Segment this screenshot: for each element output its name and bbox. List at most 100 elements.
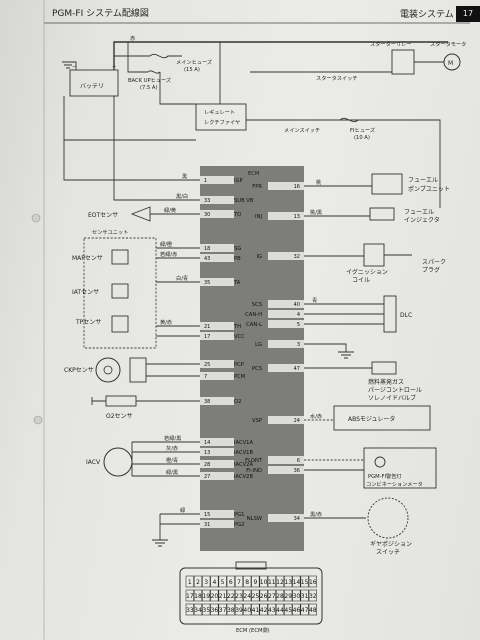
ecm-pin-number: 14 [204, 440, 210, 446]
ecm-pin-number: 36 [294, 468, 300, 474]
connector-pin-number: 17 [186, 593, 194, 600]
connector-pin-number: 16 [309, 579, 317, 586]
ecm-pin-signal: FLONT [245, 458, 263, 464]
connector-pin-number: 22 [227, 593, 235, 600]
ecm-pin-signal: PCP [234, 362, 244, 368]
ecm-pin-number: 18 [204, 246, 210, 252]
fuel-pump-label-2: ポンプユニット [408, 185, 450, 193]
connector-pin-cell [218, 589, 227, 602]
connector-pin-number: 10 [260, 579, 268, 586]
connector-pin-number: 39 [235, 607, 243, 614]
lg-ground-symbol [338, 351, 354, 359]
ecm-pin-signal: PCM [234, 374, 245, 380]
ecm-pin-cell [268, 310, 304, 318]
connector-pin-cell [267, 589, 276, 602]
connector-pin-number: 4 [212, 579, 216, 586]
regulator-rectifier-box [195, 103, 247, 131]
ecm-pin-signal: TA [233, 280, 241, 286]
ecm-pin-cell [200, 360, 234, 368]
connector-pin-cell [218, 575, 227, 588]
ecm-pin-signal: TO [233, 212, 241, 218]
ecm-pin-signal: IACV2B [234, 474, 253, 480]
ecm-pin-signal: PB [234, 256, 241, 262]
starter-switch-label: スタータスイッチ [316, 74, 358, 82]
dlc-label: DLC [400, 312, 412, 319]
section-title: 電装システム [400, 10, 454, 20]
map-sensor-label: MAPセンサ [72, 255, 103, 262]
injector-label-2: インジェクタ [404, 216, 440, 224]
ecm-pin-signal: IG [256, 254, 262, 260]
fuel-pump-label-1: フューエル [408, 177, 438, 184]
ecm-pin-number: 7 [204, 374, 207, 380]
main-switch-wire [246, 119, 441, 208]
ecm-pin-number: 13 [294, 214, 300, 220]
iacv-symbol [103, 447, 133, 477]
ckp-sensor-label: CKPセンサ [64, 367, 94, 374]
ecm-pin-cell [200, 520, 234, 528]
ecm-pin-number: 24 [294, 418, 300, 424]
connector-pin-number: 23 [235, 593, 243, 600]
connector-pin-cell [292, 575, 301, 588]
ecm-pin-signal: IACV1B [234, 450, 253, 456]
regulator-label: レギュレート [204, 109, 235, 116]
connector-pin-number: 31 [301, 593, 309, 600]
connector-pin-number: 41 [252, 607, 260, 614]
ckp-sensor-symbol [95, 357, 121, 383]
ecm-label: ECM [248, 171, 259, 177]
backup-fuse-symbol [147, 70, 161, 74]
ecm-pin-cell [268, 300, 304, 308]
spark-plug-label-2: プラグ [422, 266, 440, 274]
connector-pin-number: 3 [204, 579, 208, 586]
dlc-connector [383, 295, 397, 333]
connector-pin-number: 36 [211, 607, 219, 614]
combination-meter-box [363, 447, 437, 489]
connector-pin-cell [234, 589, 244, 602]
wire-color-label: 黒/赤 [310, 511, 322, 518]
ecm-pin-cell [200, 210, 234, 218]
connector-pin-number: 11 [268, 579, 276, 586]
ecm-pin-number: 5 [297, 322, 300, 328]
wire-color-label: 黒/白 [176, 192, 188, 200]
connector-pin-number: 29 [284, 593, 292, 600]
wire-color-label: 桃/黒 [310, 208, 322, 216]
ecm-pin-number: 31 [204, 522, 210, 528]
connector-pin-cell [284, 575, 293, 588]
connector-pin-cell [267, 575, 276, 588]
connector-pin-number: 37 [219, 607, 227, 614]
ecm-body [200, 166, 304, 551]
connector-pin-number: 21 [219, 593, 227, 600]
binder-hole [31, 213, 41, 223]
ecm-pin-cell [268, 340, 304, 348]
sensor-unit-box [83, 237, 157, 349]
ecm-pin-number: 15 [204, 512, 210, 518]
connector-pin-number: 5 [221, 579, 225, 586]
ecm-pin-signal: VSP [252, 418, 262, 424]
ecm-pin-cell [200, 196, 234, 204]
warning-lamp-symbol [374, 456, 386, 468]
connector-pin-number: 6 [229, 579, 233, 586]
connector-pin-number: 42 [260, 607, 268, 614]
battery-positive-wire [113, 41, 448, 70]
connector-pin-cell [308, 575, 317, 588]
connector-pin-cell [185, 589, 194, 602]
connector-pin-number: 30 [293, 593, 301, 600]
connector-pin-number: 47 [301, 607, 309, 614]
ecm-pin-cell [268, 456, 304, 464]
connector-pin-cell [259, 603, 268, 616]
ecm-pin-number: 16 [294, 184, 300, 190]
ecm-pin-cell [200, 322, 234, 330]
connector-pin-cell [243, 589, 252, 602]
ecm-pin-number: 30 [204, 212, 210, 218]
ecm-pin-cell [268, 466, 304, 474]
ecm-pin-cell [200, 460, 234, 468]
ecm-pin-cell [200, 244, 234, 252]
connector-pin-number: 28 [276, 593, 284, 600]
ecm-pin-cell [200, 510, 234, 518]
fi-fuse-symbol [339, 117, 359, 123]
eot-sensor-symbol [130, 206, 151, 222]
iacv-label: IACV [86, 459, 101, 466]
connector-pin-cell [243, 575, 252, 588]
ecm-pin-cell [200, 278, 234, 286]
connector-pin-cell [234, 603, 244, 616]
gear-switch-label-1: ギヤポジション [370, 540, 412, 548]
